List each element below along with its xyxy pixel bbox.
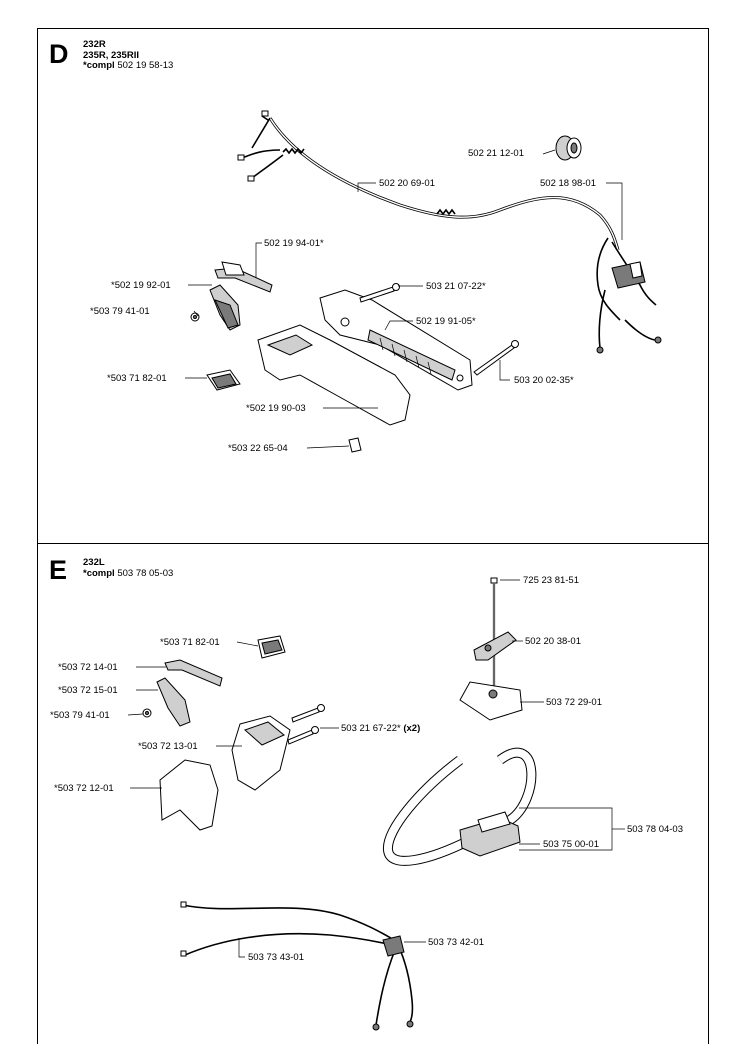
part-label: 503 20 02-35* [514, 375, 574, 386]
part-label: *503 72 13-01 [138, 741, 198, 752]
part-label: *503 79 41-01 [50, 710, 110, 721]
screws-e-drawing [287, 704, 325, 745]
section-e-letter: E [49, 555, 68, 585]
handle-housing-drawing [257, 289, 473, 426]
part-label: 503 75 00-01 [543, 839, 599, 850]
part-label: *502 19 92-01 [111, 280, 171, 291]
section-d-models-2: 235R, 235RII [83, 49, 139, 61]
part-label: 503 73 43-01 [248, 952, 304, 963]
section-d-compl-number: 502 19 58-13 [117, 60, 174, 71]
part-label: 502 21 12-01 [468, 148, 524, 159]
screws-drawing [359, 283, 519, 376]
stop-switch-drawing [206, 369, 241, 391]
section-e-compl-number: 503 78 05-03 [117, 567, 174, 579]
diagram-frame [37, 28, 709, 1044]
grommet-drawing [555, 135, 582, 161]
part-label-with-qty: 503 21 67-22* (x2) [341, 723, 420, 734]
part-label: *502 19 90-03 [246, 403, 306, 414]
throttle-lever-drawing [190, 261, 273, 331]
section-divider [37, 543, 709, 544]
part-label: *503 71 82-01 [107, 373, 167, 384]
loop-handle-drawing [382, 747, 537, 866]
part-label: 502 19 94-01* [264, 238, 324, 249]
part-label: *503 79 41-01 [90, 306, 150, 317]
part-label: *503 72 15-01 [58, 685, 118, 696]
part-number: 503 21 67-22* [341, 723, 401, 734]
leader-lines-e [127, 579, 625, 958]
handle-housing-e-drawing [159, 715, 291, 831]
clamp-drawing [473, 631, 517, 661]
part-label: 502 20 69-01 [379, 178, 435, 189]
part-label: *503 72 12-01 [54, 783, 114, 794]
throttle-lever-e-drawing [142, 659, 223, 727]
part-label: 503 78 04-03 [627, 824, 683, 835]
section-d-header: 232R 235R, 235RII *compl 502 19 58-13 [83, 39, 174, 72]
stop-switch-e-drawing [257, 635, 286, 659]
part-label: *503 72 14-01 [58, 662, 118, 673]
part-label: 725 23 81-51 [523, 575, 579, 586]
nut-drawing [348, 437, 362, 453]
long-bolt-drawing [490, 577, 498, 690]
stop-switch-harness-drawing [596, 237, 662, 354]
wiring-harness-e-drawing [180, 901, 414, 1031]
part-label: 503 21 07-22* [426, 281, 486, 292]
section-e-compl-prefix: *compl [83, 567, 115, 579]
part-label: *503 22 65-04 [228, 443, 288, 454]
part-label: 503 73 42-01 [428, 937, 484, 948]
leader-lines-d [185, 149, 623, 449]
throttle-cable-drawing [237, 110, 620, 251]
section-d-models-1: 232R [83, 39, 106, 50]
part-label: 503 72 29-01 [546, 697, 602, 708]
section-e-models-1: 232L [83, 557, 105, 568]
section-d-letter: D [49, 39, 69, 69]
part-label: 502 19 91-05* [416, 316, 476, 327]
part-label: 502 20 38-01 [525, 636, 581, 647]
part-qty: (x2) [403, 723, 421, 734]
part-label: *503 71 82-01 [160, 637, 220, 648]
part-label: 502 18 98-01 [540, 178, 596, 189]
section-e-header: 232L *compl 503 78 05-03 [83, 557, 174, 579]
section-d-compl-prefix: *compl [83, 60, 115, 71]
bracket-drawing [459, 681, 523, 721]
